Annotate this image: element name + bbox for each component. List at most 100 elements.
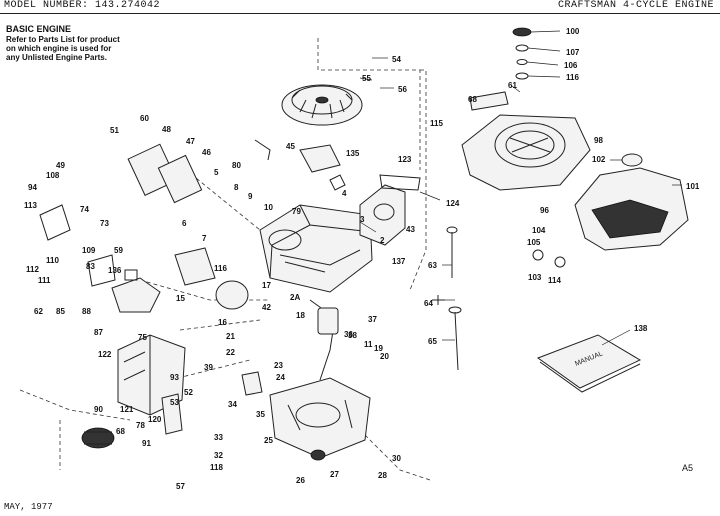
part-callout-48: 48: [162, 125, 171, 134]
flywheel: [281, 84, 363, 126]
part-callout-37: 37: [368, 315, 377, 324]
part-callout-78: 78: [136, 421, 145, 430]
part-callout-90: 90: [94, 405, 103, 414]
part-callout-80: 80: [232, 161, 241, 170]
part-callout-28: 28: [378, 471, 387, 480]
part-callout-104: 104: [532, 226, 546, 235]
part-callout-115: 115: [430, 119, 443, 128]
crankshaft: [309, 299, 339, 381]
part-callout-116: 116: [566, 73, 579, 82]
part-callout-110: 110: [46, 256, 59, 265]
part-callout-2: 2: [380, 236, 385, 245]
part-callout-93: 93: [170, 373, 179, 382]
part-callout-49: 49: [56, 161, 65, 170]
part-callout-111: 111: [38, 276, 51, 285]
part-callout-22: 22: [226, 348, 235, 357]
part-callout-39: 39: [204, 363, 213, 372]
part-callout-105: 105: [527, 238, 541, 247]
part-callout-74: 74: [80, 205, 89, 214]
part-callout-94: 94: [28, 183, 37, 192]
part-callout-56: 56: [398, 85, 407, 94]
part-callout-15: 15: [176, 294, 185, 303]
part-callout-109: 109: [82, 246, 96, 255]
part-callout-63: 63: [428, 261, 437, 270]
part-callout-123: 123: [398, 155, 412, 164]
part-callout-57: 57: [176, 482, 185, 491]
part-callout-11: 11: [364, 340, 373, 349]
muffler: [117, 334, 186, 416]
oil-sump: [269, 377, 371, 459]
part-callout-24: 24: [276, 373, 285, 382]
note-line-1: Refer to Parts List for product: [6, 35, 120, 44]
part-callout-5: 5: [214, 168, 219, 177]
fuel-tank-shroud: [574, 153, 689, 251]
part-callout-21: 21: [226, 332, 235, 341]
part-callout-9: 9: [248, 192, 253, 201]
footer-date: MAY, 1977: [4, 502, 53, 512]
part-callout-59: 59: [114, 246, 123, 255]
part-callout-26: 26: [296, 476, 305, 485]
part-callout-120: 120: [148, 415, 162, 424]
part-callout-42: 42: [262, 303, 271, 312]
header-rule: [0, 13, 720, 14]
blower-housing: [461, 114, 591, 191]
part-callout-138: 138: [634, 324, 648, 333]
instruction-manual: MANUAL: [536, 334, 642, 393]
part-callout-96: 96: [540, 206, 549, 215]
part-callout-55: 55: [362, 74, 371, 83]
part-callout-35: 35: [256, 410, 265, 419]
part-callout-135: 135: [346, 149, 360, 158]
part-callout-65: 65: [428, 337, 437, 346]
part-callout-103: 103: [528, 273, 542, 282]
part-callout-83: 83: [86, 262, 95, 271]
carburetor: [111, 269, 161, 313]
part-callout-47: 47: [186, 137, 195, 146]
part-callout-87: 87: [94, 328, 103, 337]
assembly-guide-lines: [19, 38, 431, 481]
part-callout-53: 53: [170, 398, 179, 407]
part-callout-46: 46: [202, 148, 211, 157]
part-callout-51: 51: [110, 126, 119, 135]
part-callout-36: 36: [344, 330, 353, 339]
part-callout-98: 98: [594, 136, 603, 145]
engine-brand-title: CRAFTSMAN 4-CYCLE ENGINE: [557, 0, 714, 11]
part-callout-112: 112: [26, 265, 39, 274]
note-line-3: any Unlisted Engine Parts.: [6, 53, 107, 62]
part-callout-108: 108: [46, 171, 60, 180]
engine-block: [259, 204, 373, 293]
part-callout-10: 10: [264, 203, 273, 212]
part-callout-18: 18: [296, 311, 305, 320]
note-line-2: on which engine is used for: [6, 44, 112, 53]
part-callout-54: 54: [392, 55, 401, 64]
part-callout-45: 45: [286, 142, 295, 151]
part-callout-16: 16: [218, 318, 227, 327]
cap-stack: [512, 27, 532, 80]
part-callout-122: 122: [98, 350, 112, 359]
dipstick-tubes: [446, 226, 462, 371]
part-callout-8: 8: [234, 183, 239, 192]
part-callout-20: 20: [380, 352, 389, 361]
part-callout-113: 113: [24, 201, 37, 210]
part-callout-38: 38: [348, 331, 357, 340]
part-callout-68: 68: [116, 427, 125, 436]
part-callout-102: 102: [592, 155, 606, 164]
part-callout-61: 61: [508, 81, 517, 90]
part-callout-88: 88: [82, 307, 91, 316]
part-callout-3: 3: [360, 215, 365, 224]
part-callout-124: 124: [446, 199, 460, 208]
section-title: BASIC ENGINE: [6, 24, 72, 34]
part-callout-116: 116: [214, 264, 227, 273]
part-callout-100: 100: [566, 27, 580, 36]
part-callout-73: 73: [100, 219, 109, 228]
part-callout-114: 114: [548, 276, 561, 285]
small-parts: [39, 91, 566, 461]
part-callout-75: 75: [138, 333, 147, 342]
part-callout-85: 85: [56, 307, 65, 316]
part-callout-19: 19: [374, 344, 383, 353]
part-callout-17: 17: [262, 281, 271, 290]
part-callout-60: 60: [140, 114, 149, 123]
part-callout-101: 101: [686, 182, 700, 191]
part-callout-91: 91: [142, 439, 151, 448]
